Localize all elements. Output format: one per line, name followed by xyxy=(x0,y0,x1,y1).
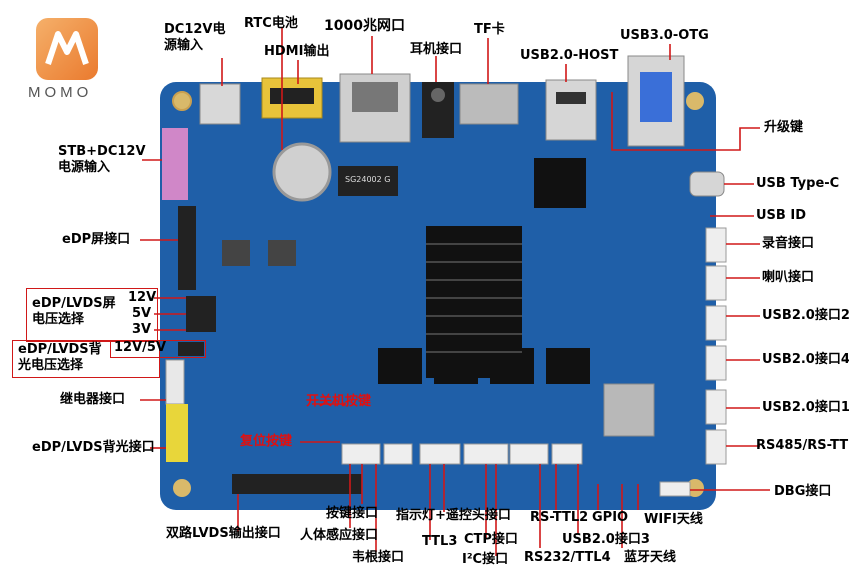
label-tf-card: TF卡 xyxy=(474,22,505,37)
label-ethernet: 1000兆网口 xyxy=(324,18,405,34)
label-power-key: 开关机按键 xyxy=(306,394,372,409)
label-key-port: 按键接口 xyxy=(326,506,379,521)
bottom-connector xyxy=(509,443,549,465)
label-wiegand: 韦根接口 xyxy=(352,550,405,565)
label-ctp-port: CTP接口 xyxy=(464,532,518,547)
backlight-jumper xyxy=(178,342,204,356)
bottom-connector xyxy=(659,481,691,497)
brand-name: MOMO xyxy=(28,84,93,101)
usb-typec-port xyxy=(689,171,725,197)
label-usb20-port3: USB2.0接口3 xyxy=(562,532,650,547)
dc-jack xyxy=(199,83,241,125)
flash-chip xyxy=(534,158,586,208)
label-dc12v-power: DC12V电 源输入 xyxy=(164,22,226,53)
label-v12-5: 12V/5V xyxy=(114,340,167,355)
label-edp-lvds-volt: eDP/LVDS屏 电压选择 xyxy=(32,296,116,327)
brand-logo xyxy=(36,18,98,80)
label-stb-dc12v: STB+DC12V 电源输入 xyxy=(58,144,146,175)
label-dual-lvds: 双路LVDS输出接口 xyxy=(166,526,281,541)
label-usb-otg: USB3.0-OTG xyxy=(620,28,709,43)
label-v5: 5V xyxy=(132,306,152,321)
label-rtc-battery: RTC电池 xyxy=(244,16,298,31)
tf-slot xyxy=(459,83,519,125)
label-rs-ttl2: RS-TTL2 xyxy=(530,510,589,525)
right-connector xyxy=(705,265,727,301)
mount-hole xyxy=(173,479,191,497)
eth-chip xyxy=(338,166,398,196)
bottom-connector xyxy=(341,443,381,465)
right-connector xyxy=(705,227,727,263)
label-usb20-port2: USB2.0接口2 xyxy=(762,308,849,323)
label-bt-antenna: 蓝牙天线 xyxy=(624,550,677,565)
mount-hole xyxy=(172,91,192,111)
backlight-select-box xyxy=(12,340,160,378)
label-edp-port: eDP屏接口 xyxy=(62,232,131,247)
rtc-battery xyxy=(272,142,332,202)
label-rs485-ttl1: RS485/RS-TTL1 xyxy=(756,438,849,453)
logo-mark-icon xyxy=(45,31,89,65)
svg-text:SG24002 G: SG24002 G xyxy=(345,175,390,184)
ram-chip xyxy=(546,348,590,384)
right-connector xyxy=(705,389,727,425)
label-reset-key: 复位按键 xyxy=(240,434,293,449)
label-hdmi-out: HDMI输出 xyxy=(264,44,330,59)
voltage-select-box xyxy=(26,288,158,342)
label-v3: 3V xyxy=(132,322,152,337)
v12-5-box xyxy=(110,340,206,358)
label-relay-port: 继电器接口 xyxy=(60,392,126,407)
label-wifi-antenna: WIFI天线 xyxy=(644,512,703,527)
label-edp-lvds-backlight-port: eDP/LVDS背光接口 xyxy=(32,440,155,455)
label-usb-host: USB2.0-HOST xyxy=(520,48,619,63)
label-rs232-ttl4: RS232/TTL4 xyxy=(524,550,611,565)
inductor xyxy=(222,240,250,266)
backlight-connector xyxy=(166,404,188,462)
label-usb20-port4: USB2.0接口4 xyxy=(762,352,849,367)
label-gpio: GPIO xyxy=(592,510,629,525)
label-ttl3: TTL3 xyxy=(422,534,458,549)
right-connector xyxy=(705,305,727,341)
relay-connector xyxy=(165,359,185,405)
label-usb-id: USB ID xyxy=(756,208,806,223)
bottom-connector xyxy=(419,443,461,465)
label-earphone: 耳机接口 xyxy=(410,42,463,57)
wifi-module xyxy=(603,383,655,437)
edp-connector xyxy=(178,206,196,290)
label-usb20-port1: USB2.0接口1 xyxy=(762,400,849,415)
right-connector xyxy=(705,429,727,465)
bottom-connector xyxy=(463,443,509,465)
label-body-sensor: 人体感应接口 xyxy=(300,528,379,543)
inductor xyxy=(268,240,296,266)
right-connector xyxy=(705,345,727,381)
label-indicator-ir: 指示灯+遥控头接口 xyxy=(396,508,511,523)
label-usb-typec: USB Type-C xyxy=(756,176,840,191)
voltage-jumper xyxy=(186,296,216,332)
label-edp-lvds-backlight-volt: eDP/LVDS背 光电压选择 xyxy=(18,342,102,373)
lvds-connector xyxy=(232,474,362,494)
ram-chip xyxy=(378,348,422,384)
usb-host-port xyxy=(545,79,597,141)
heatsink xyxy=(426,226,522,378)
label-i2c-port: I²C接口 xyxy=(462,552,509,567)
label-v12: 12V xyxy=(128,290,157,305)
label-record-port: 录音接口 xyxy=(762,236,815,251)
stb-connector xyxy=(162,128,188,200)
mount-hole xyxy=(686,92,704,110)
label-speaker-port: 喇叭接口 xyxy=(762,270,815,285)
bottom-connector xyxy=(383,443,413,465)
label-dbg-port: DBG接口 xyxy=(774,484,832,499)
bottom-connector xyxy=(551,443,583,465)
label-upgrade-key: 升级键 xyxy=(764,120,804,135)
